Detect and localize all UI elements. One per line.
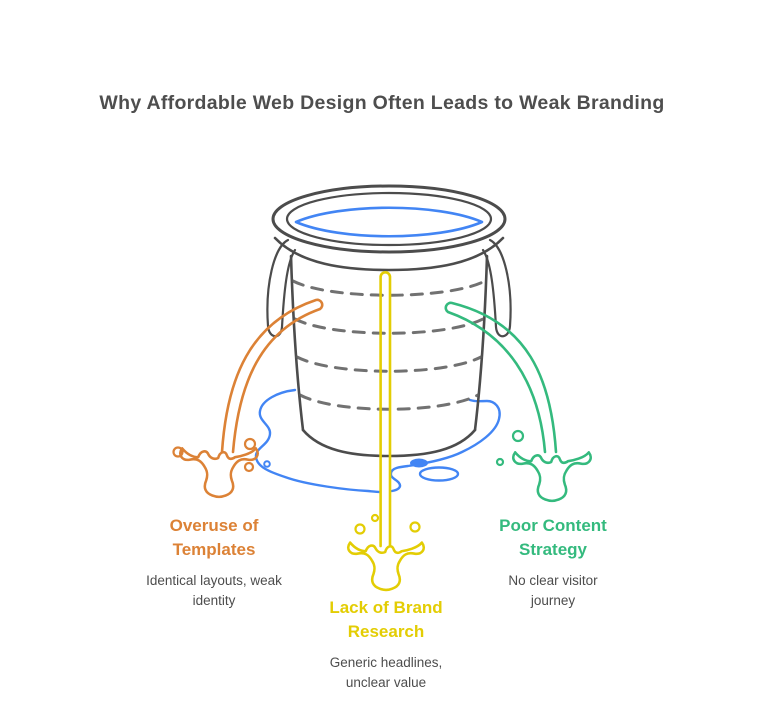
puddle-outline-right: [389, 398, 501, 493]
leak-brand-research-stream: [346, 271, 426, 592]
stream-arc-left: [220, 298, 324, 454]
splash-icon: [346, 541, 426, 592]
leak-label-brand-research: Lack of Brand Research Generic headlines…: [286, 596, 486, 693]
droplet: [243, 437, 257, 451]
droplet: [354, 523, 366, 535]
puddle-droplet: [263, 460, 271, 468]
leaky-bucket-icon: [266, 184, 512, 458]
droplet: [511, 429, 525, 443]
droplet: [370, 513, 380, 523]
stream-vertical: [379, 271, 392, 548]
water-surface-ellipse: [294, 206, 484, 238]
bucket-rim-inner: [285, 191, 493, 247]
leak-templates-stream: [172, 298, 324, 499]
leak-content-strategy-stream: [444, 301, 592, 503]
droplet: [495, 457, 505, 467]
splash-droplets: [172, 437, 257, 473]
leak-heading: Lack of Brand Research: [329, 598, 443, 641]
leak-description: No clear visitor journey: [508, 573, 598, 608]
bucket-wall-left: [289, 254, 305, 432]
bucket-wall-right: [473, 254, 489, 432]
bucket-handle-right: [481, 238, 512, 338]
bucket-rim-lower-edge: [273, 236, 505, 272]
bucket-rim-outer: [271, 184, 507, 254]
splash-icon: [179, 447, 259, 499]
leak-description: Identical layouts, weak identity: [146, 573, 282, 608]
leak-heading: Poor Content Strategy: [499, 516, 607, 559]
page-title: Why Affordable Web Design Often Leads to…: [99, 92, 665, 114]
splash-droplets: [495, 429, 525, 467]
stream-arc-right: [444, 301, 558, 454]
splash-droplets: [354, 513, 421, 535]
leak-label-content-strategy: Poor Content Strategy No clear visitor j…: [453, 514, 653, 611]
droplet: [243, 461, 255, 473]
leak-description: Generic headlines, unclear value: [329, 655, 443, 690]
leak-label-templates: Overuse of Templates Identical layouts, …: [114, 514, 314, 611]
splash-icon: [512, 451, 592, 503]
leak-heading: Overuse of Templates: [169, 516, 259, 559]
bucket-band: [295, 355, 483, 373]
droplet: [409, 521, 421, 533]
puddle-blob: [410, 458, 428, 468]
puddle-ring: [418, 466, 460, 482]
bucket-handle-left: [266, 238, 297, 338]
droplet: [172, 446, 184, 458]
